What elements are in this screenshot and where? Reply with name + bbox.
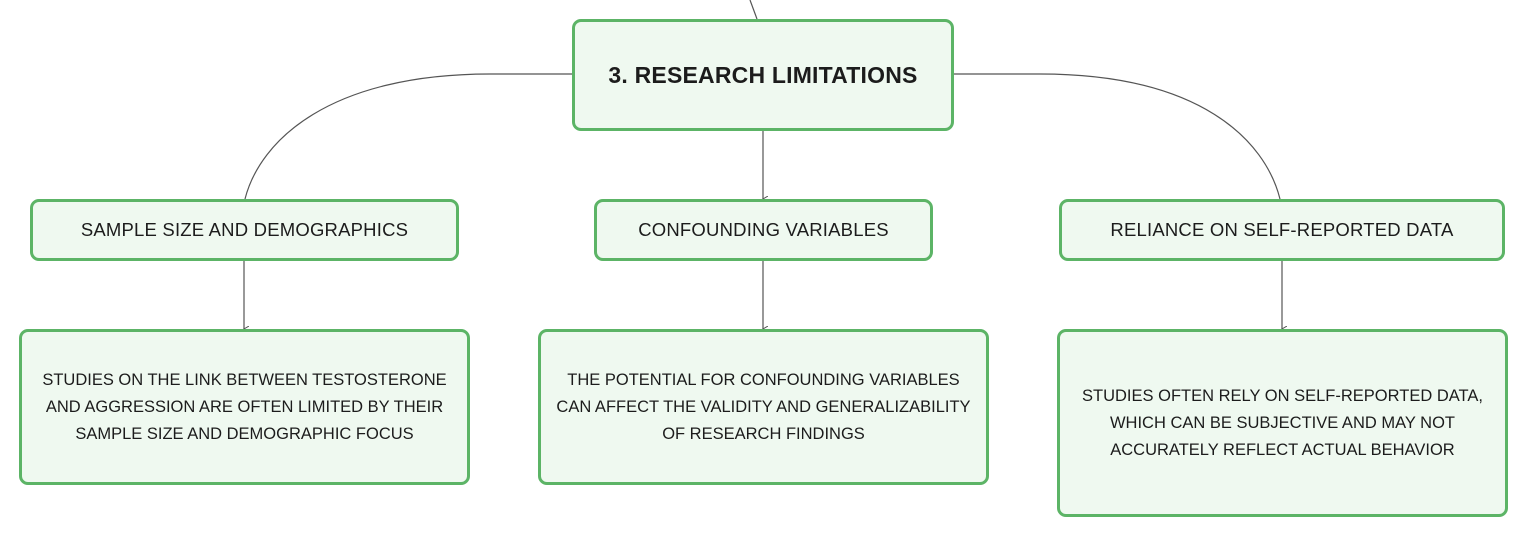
branch-node-label: SAMPLE SIZE AND DEMOGRAPHICS: [80, 219, 409, 240]
detail-node-self-reported-data[interactable]: STUDIES OFTEN RELY ON SELF-REPORTED DATA…: [1057, 329, 1508, 517]
branch-node-label: RELIANCE ON SELF-REPORTED DATA: [1110, 219, 1454, 240]
branch-node-sample-size[interactable]: SAMPLE SIZE AND DEMOGRAPHICS: [30, 199, 459, 261]
detail-node-text: STUDIES OFTEN RELY ON SELF-REPORTED DATA…: [1082, 386, 1483, 459]
branch-node-label: CONFOUNDING VARIABLES: [638, 219, 889, 240]
root-node[interactable]: 3. RESEARCH LIMITATIONS: [572, 19, 954, 131]
detail-node-text: STUDIES ON THE LINK BETWEEN TESTOSTERONE…: [42, 370, 447, 443]
root-node-label: 3. RESEARCH LIMITATIONS: [608, 61, 918, 88]
branch-node-self-reported-data[interactable]: RELIANCE ON SELF-REPORTED DATA: [1059, 199, 1505, 261]
connector-root-to-branch-1: [244, 73, 572, 200]
detail-node-text: THE POTENTIAL FOR CONFOUNDING VARIABLES …: [556, 370, 971, 443]
detail-node-confounding-variables[interactable]: THE POTENTIAL FOR CONFOUNDING VARIABLES …: [538, 329, 989, 485]
parent-connector: [749, 0, 758, 20]
detail-node-sample-size[interactable]: STUDIES ON THE LINK BETWEEN TESTOSTERONE…: [19, 329, 470, 485]
branch-node-confounding-variables[interactable]: CONFOUNDING VARIABLES: [594, 199, 933, 261]
connector-root-to-branch-3: [954, 73, 1281, 200]
